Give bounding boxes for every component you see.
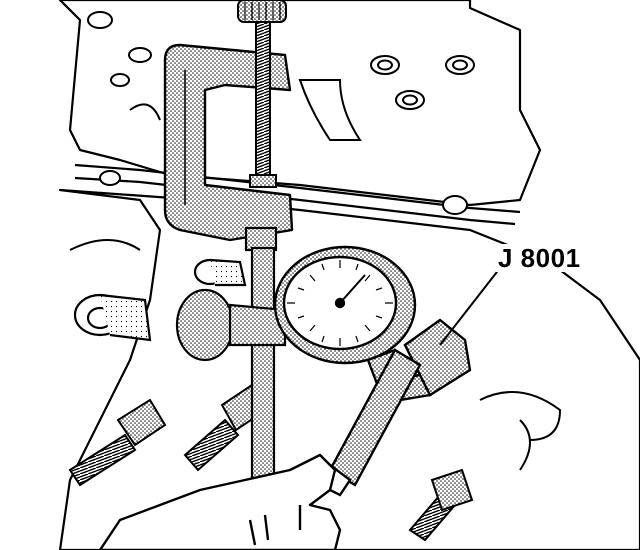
callout-leader-line — [439, 267, 501, 346]
tool-callout-label: J 8001 — [496, 243, 583, 273]
rod-clamp-knob — [175, 288, 287, 362]
cylinder-head-studs-left — [68, 383, 268, 487]
rocker-bosses — [73, 258, 247, 342]
technician-hand — [98, 453, 342, 550]
c-clamp-fixture — [163, 43, 294, 242]
cylinder-head-stud-right — [408, 468, 474, 542]
clamp-screw — [237, 0, 287, 188]
head-bolt-holes — [87, 11, 475, 215]
intake-ports — [69, 79, 562, 471]
